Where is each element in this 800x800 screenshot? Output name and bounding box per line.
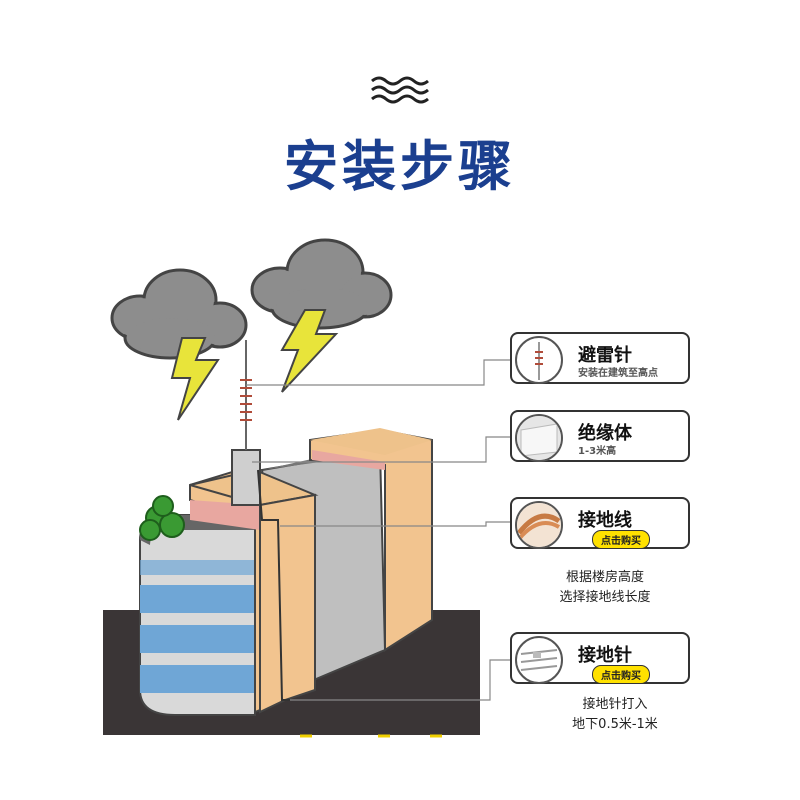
card-subtitle: 安装在建筑至高点 xyxy=(578,368,658,379)
ground-rod-icon xyxy=(515,636,563,684)
ground-rod-note: 接地针打入 地下0.5米-1米 xyxy=(572,697,658,732)
lightning-bolt-right xyxy=(280,309,339,393)
copper-wire-icon xyxy=(515,501,563,549)
lightning-bolt-left xyxy=(170,337,220,421)
card-title: 绝缘体 xyxy=(578,423,632,444)
card-title: 避雷针 xyxy=(578,345,632,366)
card-subtitle: 1-3米高 xyxy=(578,446,617,457)
wave-icon xyxy=(371,76,429,104)
card-ground-rod[interactable]: 接地针 点击购买 xyxy=(510,632,690,684)
buy-button[interactable]: 点击购买 xyxy=(592,665,650,684)
card-title: 接地线 xyxy=(578,510,632,531)
insulator-icon xyxy=(515,414,563,462)
buy-button[interactable]: 点击购买 xyxy=(592,530,650,549)
page-title: 安装步骤 xyxy=(284,135,516,198)
card-ground-wire[interactable]: 接地线 点击购买 xyxy=(510,497,690,549)
card-lightning-rod[interactable]: 避雷针 安装在建筑至高点 xyxy=(510,332,690,384)
insulator-block xyxy=(231,449,261,506)
card-title: 接地针 xyxy=(578,645,632,666)
ground-wire-note: 根据楼房高度 选择接地线长度 xyxy=(559,570,651,605)
ground-wire xyxy=(257,469,290,701)
lightning-rod-icon xyxy=(515,336,563,384)
card-insulator[interactable]: 绝缘体 1-3米高 xyxy=(510,410,690,462)
tree xyxy=(139,495,185,541)
